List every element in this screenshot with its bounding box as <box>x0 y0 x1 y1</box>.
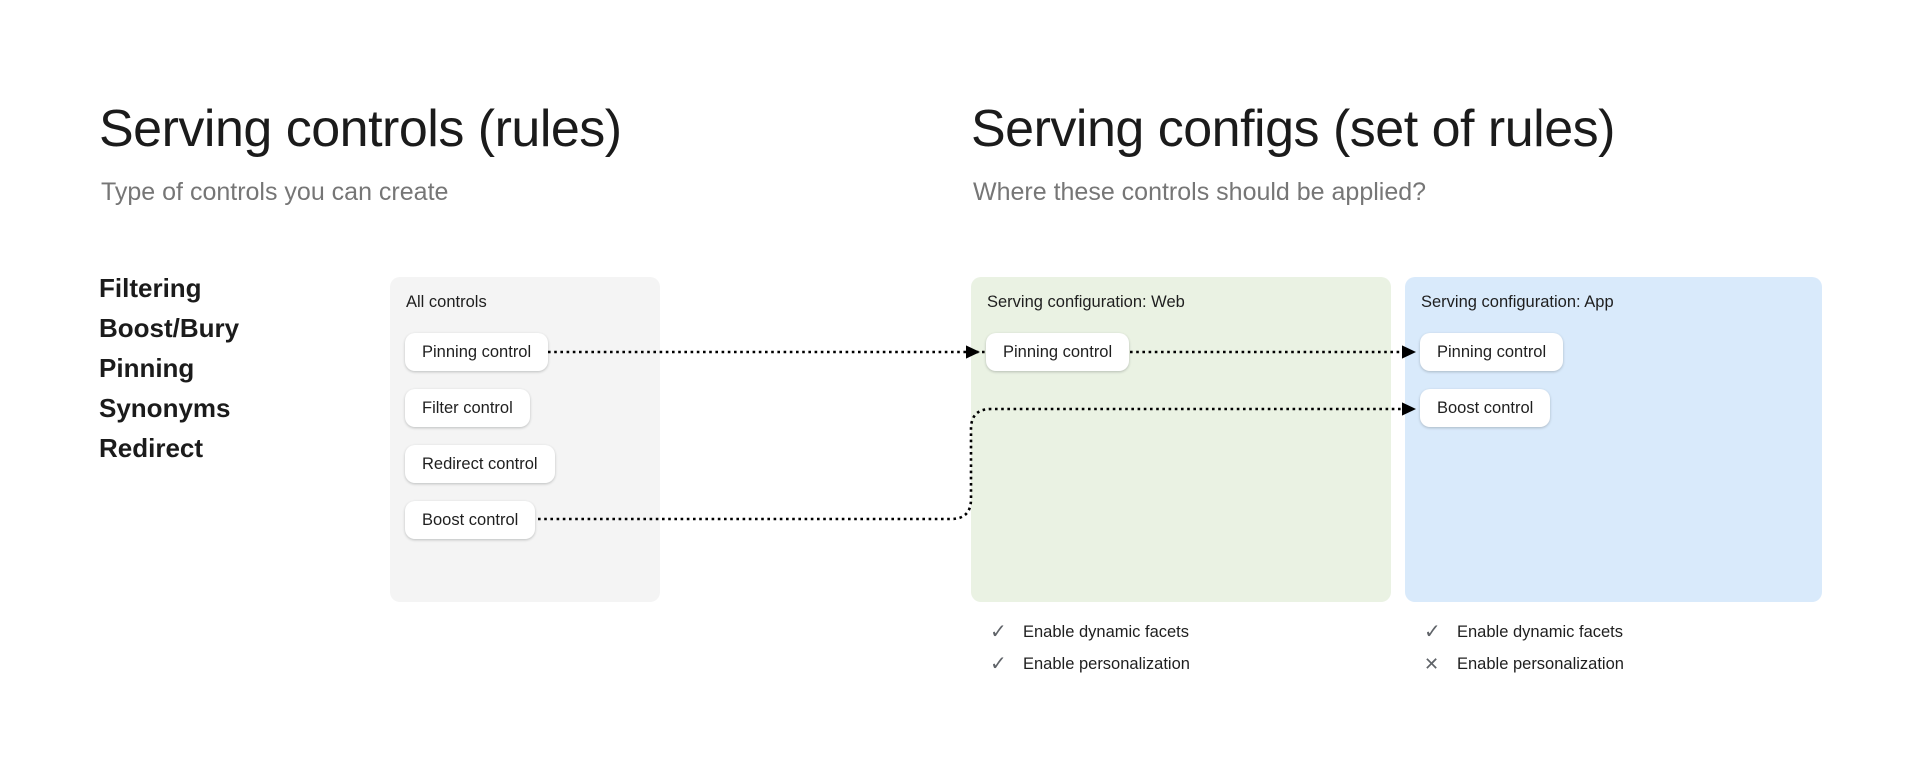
feature-row: ✓ Enable dynamic facets <box>990 616 1190 648</box>
control-type-item: Boost/Bury <box>99 313 240 343</box>
control-type-item: Redirect <box>99 433 204 463</box>
web-config-chip-stack: Pinning control <box>986 333 1130 389</box>
app-config-card-title: Serving configuration: App <box>1421 293 1614 311</box>
control-chip: Redirect control <box>405 445 555 483</box>
control-type-item: Filtering <box>99 273 202 303</box>
check-icon: ✓ <box>990 653 1007 675</box>
all-controls-card-title: All controls <box>406 293 487 311</box>
feature-row: ✕ Enable personalization <box>1424 648 1624 680</box>
control-type-item: Pinning <box>99 353 195 383</box>
feature-label: Enable dynamic facets <box>1023 622 1190 641</box>
control-chip: Boost control <box>405 501 536 539</box>
check-icon: ✓ <box>990 621 1007 643</box>
feature-label: Enable personalization <box>1023 654 1190 673</box>
feature-row: ✓ Enable personalization <box>990 648 1190 680</box>
cross-icon: ✕ <box>1424 654 1440 674</box>
control-chip: Pinning control <box>1420 333 1564 371</box>
web-config-card-title: Serving configuration: Web <box>987 293 1185 311</box>
check-icon: ✓ <box>1424 621 1441 643</box>
all-controls-chip-stack: Pinning control Filter control Redirect … <box>405 333 555 557</box>
app-config-card: Serving configuration: App Pinning contr… <box>1405 277 1822 602</box>
feature-label: Enable dynamic facets <box>1457 622 1624 641</box>
right-section-subtitle: Where these controls should be applied? <box>973 178 1427 206</box>
control-chip: Pinning control <box>986 333 1130 371</box>
control-chip: Boost control <box>1420 389 1551 427</box>
feature-row: ✓ Enable dynamic facets <box>1424 616 1624 648</box>
control-type-item: Synonyms <box>99 393 231 423</box>
control-chip: Filter control <box>405 389 530 427</box>
web-config-features: ✓ Enable dynamic facets ✓ Enable persona… <box>990 616 1190 680</box>
app-config-features: ✓ Enable dynamic facets ✕ Enable persona… <box>1424 616 1624 680</box>
control-type-list: Filtering Boost/Bury Pinning Synonyms Re… <box>99 268 239 468</box>
app-config-chip-stack: Pinning control Boost control <box>1420 333 1564 445</box>
control-chip: Pinning control <box>405 333 549 371</box>
all-controls-card: All controls Pinning control Filter cont… <box>390 277 660 602</box>
right-section-title: Serving configs (set of rules) <box>971 100 1615 158</box>
feature-label: Enable personalization <box>1457 654 1624 673</box>
left-section-title: Serving controls (rules) <box>99 100 622 158</box>
left-section-subtitle: Type of controls you can create <box>101 178 449 206</box>
web-config-card: Serving configuration: Web Pinning contr… <box>971 277 1391 602</box>
